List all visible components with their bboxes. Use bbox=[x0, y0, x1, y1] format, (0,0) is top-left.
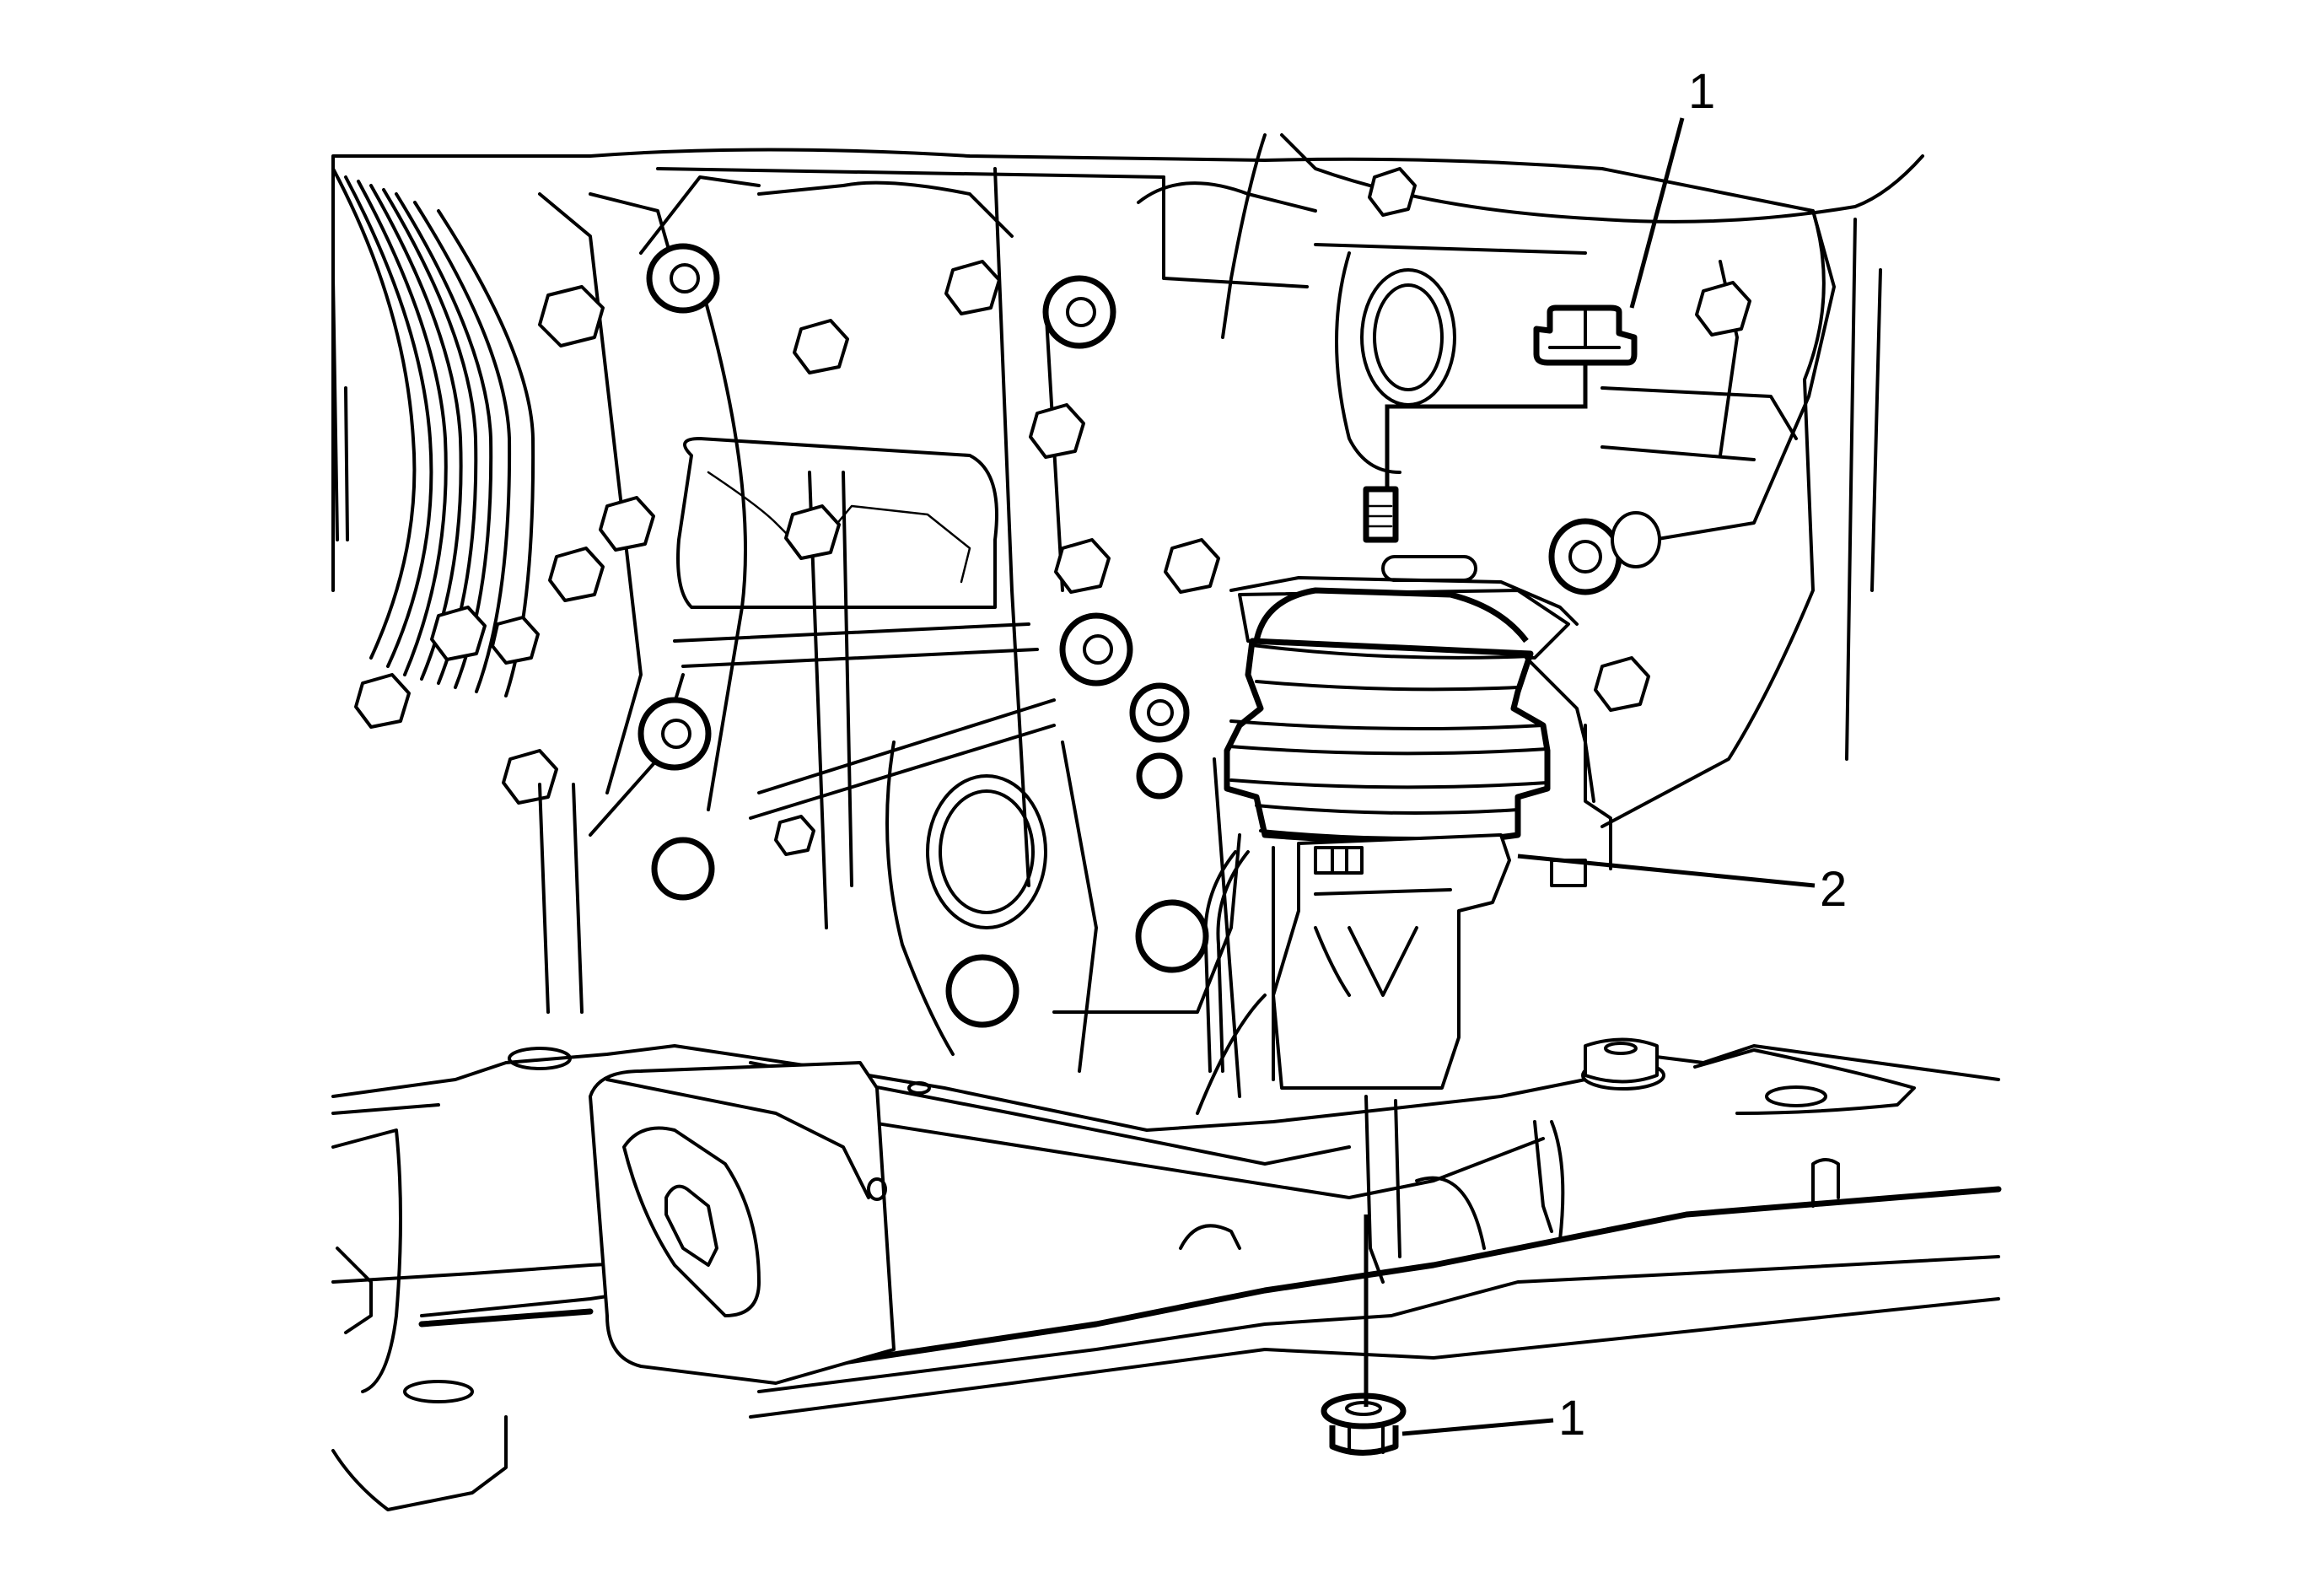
leader-callout-bottom bbox=[1401, 1418, 1554, 1436]
bolt-boss-right bbox=[1335, 251, 1661, 595]
callout-mid: 2 bbox=[1820, 862, 1847, 917]
subframe bbox=[331, 1037, 2002, 1511]
upper-mount-nut bbox=[1533, 304, 1638, 366]
accessory-bracket bbox=[354, 167, 1751, 1028]
leader-callout-top bbox=[1629, 117, 1685, 309]
timing-cover bbox=[885, 741, 1267, 1115]
alignment-line-top bbox=[1385, 363, 1588, 491]
callout-bottom: 1 bbox=[1558, 1391, 1585, 1446]
callout-top: 1 bbox=[1688, 64, 1715, 119]
engine-block bbox=[331, 133, 1924, 929]
leader-lines bbox=[1364, 117, 1816, 1436]
crankshaft-pulley bbox=[331, 167, 535, 697]
bracket-bolts bbox=[354, 167, 1751, 856]
callout-labels: 1 2 1 bbox=[1558, 64, 1847, 1446]
leader-callout-mid bbox=[1517, 854, 1816, 888]
engine-mount bbox=[1203, 486, 1612, 1090]
lower-mount-nut bbox=[1321, 1392, 1407, 1456]
